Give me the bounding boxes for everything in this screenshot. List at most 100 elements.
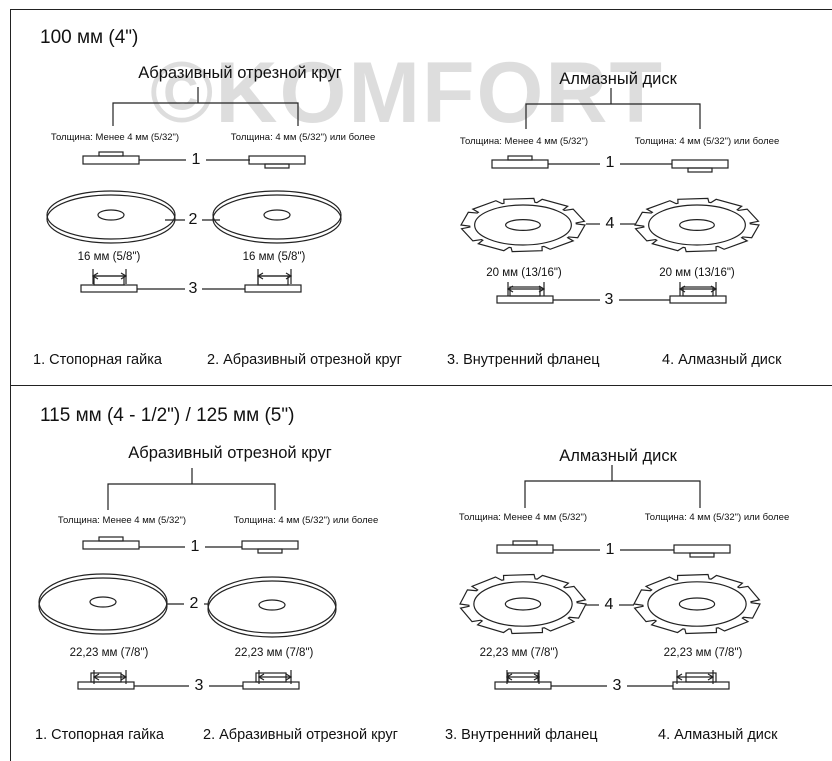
s1-callout-4: 4 — [604, 215, 616, 233]
s2-callout-3-left: 3 — [193, 677, 205, 695]
s2-legend-4: 4. Алмазный диск — [658, 727, 778, 743]
s1-abrasive-disc-left-face — [46, 190, 176, 240]
s1-diamond-disc-right-teeth — [634, 197, 760, 253]
s1-diamond-thick-label: Толщина: 4 мм (5/32") или более — [634, 136, 780, 147]
s2-abrasive-disc-right-edge — [207, 580, 337, 638]
s2-abrasive-nut-thin-base — [82, 540, 140, 550]
s2-abrasive-dim-left: 22,23 мм (7/8") — [69, 647, 149, 659]
s1-diamond-nut-thin-boss — [507, 155, 533, 161]
s1-abrasive-dim-left: 16 мм (5/8") — [77, 251, 141, 263]
s1-abrasive-disc-right-face — [212, 190, 342, 240]
s1-abrasive-disc-left-edge — [46, 194, 176, 244]
s1-flange-left-base — [80, 284, 138, 293]
s2-diamond-disc-left-teeth — [459, 573, 587, 635]
s1-flange-d-left-base — [496, 295, 554, 304]
s2-abrasive-dim-right: 22,23 мм (7/8") — [234, 647, 314, 659]
section-1-title: 100 мм (4") — [40, 27, 139, 48]
s1-abrasive-dim-right: 16 мм (5/8") — [242, 251, 306, 263]
s2-abrasive-disc-left-face — [38, 573, 168, 631]
s1-abrasive-nut-thin-boss — [98, 151, 124, 157]
s2-diamond-nut-thin-boss — [512, 540, 538, 546]
s1-abrasive-bracket — [112, 87, 299, 126]
s1-diamond-nut-thick-boss — [687, 167, 713, 173]
s1-diamond-disc-left-inner — [474, 204, 572, 246]
s1-diamond-dim-left: 20 мм (13/16") — [486, 267, 562, 279]
s2-flange-d-right-hub — [685, 672, 717, 683]
s1-legend-2: 2. Абразивный отрезной круг — [207, 352, 402, 368]
s1-flange-d-right-hub — [682, 286, 714, 297]
s2-diamond-nut-thick-base — [673, 544, 731, 554]
s1-callout-3-left: 3 — [187, 280, 199, 298]
s1-callout-1-left: 1 — [190, 151, 202, 169]
s1-abrasive-heading: Абразивный отрезной круг — [138, 64, 342, 82]
s1-diamond-disc-left-teeth — [460, 197, 586, 253]
s2-diamond-disc-right-teeth — [633, 573, 761, 635]
s2-diamond-nut-thin-base — [496, 544, 554, 554]
s2-abrasive-nut-thick-base — [241, 540, 299, 550]
s2-abrasive-thin-label: Толщина: Менее 4 мм (5/32") — [57, 515, 187, 526]
s2-diamond-disc-left-hole — [504, 597, 542, 611]
s2-flange-d-right-base — [672, 681, 730, 690]
s1-flange-d-left-hub — [509, 286, 541, 297]
s1-callout-2: 2 — [187, 211, 199, 229]
s2-legend-2: 2. Абразивный отрезной круг — [203, 727, 398, 743]
s1-flange-right-base — [244, 284, 302, 293]
s2-abrasive-heading: Абразивный отрезной круг — [128, 444, 332, 462]
section-divider — [10, 385, 832, 386]
s1-diamond-bracket — [525, 88, 701, 129]
s2-abrasive-disc-left-edge — [38, 577, 168, 635]
s1-diamond-thin-label: Толщина: Менее 4 мм (5/32") — [459, 136, 589, 147]
s2-abrasive-thick-label: Толщина: 4 мм (5/32") или более — [233, 515, 379, 526]
s2-diamond-thick-label: Толщина: 4 мм (5/32") или более — [644, 512, 790, 523]
s1-abrasive-disc-right-hole — [263, 209, 291, 221]
s1-dim-left-arrows — [91, 272, 128, 280]
section-2-title: 115 мм (4 - 1/2") / 125 мм (5") — [40, 405, 295, 426]
s2-dim-left-arrows — [92, 673, 128, 681]
s2-diamond-disc-right-hole — [678, 597, 716, 611]
s1-diamond-dim-right: 20 мм (13/16") — [659, 267, 735, 279]
s2-callout-4: 4 — [603, 596, 615, 614]
s1-abrasive-nut-thick-boss — [264, 163, 290, 169]
s1-callout-3-right: 3 — [603, 291, 615, 309]
s2-callout-2: 2 — [188, 595, 200, 613]
s2-flange-right-hub — [255, 672, 287, 683]
s2-abrasive-bracket — [107, 468, 276, 510]
s1-diamond-heading: Алмазный диск — [559, 70, 677, 88]
s1-diamond-disc-right-inner — [648, 204, 746, 246]
s1-diamond-disc-left-hole — [505, 219, 541, 232]
s2-abrasive-nut-thick-boss — [257, 548, 283, 554]
s2-abrasive-nut-thin-boss — [98, 536, 124, 542]
s2-callout-1-left: 1 — [189, 538, 201, 556]
watermark-logo: ©KOMFORT — [150, 45, 665, 141]
s2-callout-1-right: 1 — [604, 541, 616, 559]
s2-diamond-thin-label: Толщина: Менее 4 мм (5/32") — [458, 512, 588, 523]
s2-abrasive-disc-right-face — [207, 576, 337, 634]
s2-diamond-disc-right-inner — [647, 581, 747, 627]
s2-abrasive-disc-right-hole — [258, 599, 286, 611]
s2-diamond-nut-thick-boss — [689, 552, 715, 558]
s2-callout-3-right: 3 — [611, 677, 623, 695]
s1-abrasive-thick-label: Толщина: 4 мм (5/32") или более — [230, 132, 376, 143]
s2-dim-d-left-arrows — [505, 673, 541, 681]
s1-flange-right-hub — [257, 275, 289, 286]
s1-legend-3: 3. Внутренний фланец — [447, 352, 600, 368]
s1-abrasive-thin-label: Толщина: Менее 4 мм (5/32") — [50, 132, 180, 143]
s2-abrasive-disc-left-hole — [89, 596, 117, 608]
s1-legend-1: 1. Стопорная гайка — [33, 352, 162, 368]
s2-diamond-bracket — [524, 465, 701, 508]
s1-abrasive-disc-right-edge — [212, 194, 342, 244]
s1-abrasive-nut-thin-base — [82, 155, 140, 165]
s2-dim-d-right-arrows — [675, 673, 715, 681]
s2-diamond-heading: Алмазный диск — [559, 447, 677, 465]
s1-abrasive-nut-thick-base — [248, 155, 306, 165]
s1-flange-d-right-base — [669, 295, 727, 304]
s2-legend-1: 1. Стопорная гайка — [35, 727, 164, 743]
s1-legend-4: 4. Алмазный диск — [662, 352, 782, 368]
s1-diamond-nut-thick-base — [671, 159, 729, 169]
s2-diamond-disc-left-inner — [473, 581, 573, 627]
s1-diamond-nut-thin-base — [491, 159, 549, 169]
s2-dim-right-arrows — [257, 673, 293, 681]
s1-diamond-disc-right-hole — [679, 219, 715, 232]
s1-callout-1-right: 1 — [604, 154, 616, 172]
